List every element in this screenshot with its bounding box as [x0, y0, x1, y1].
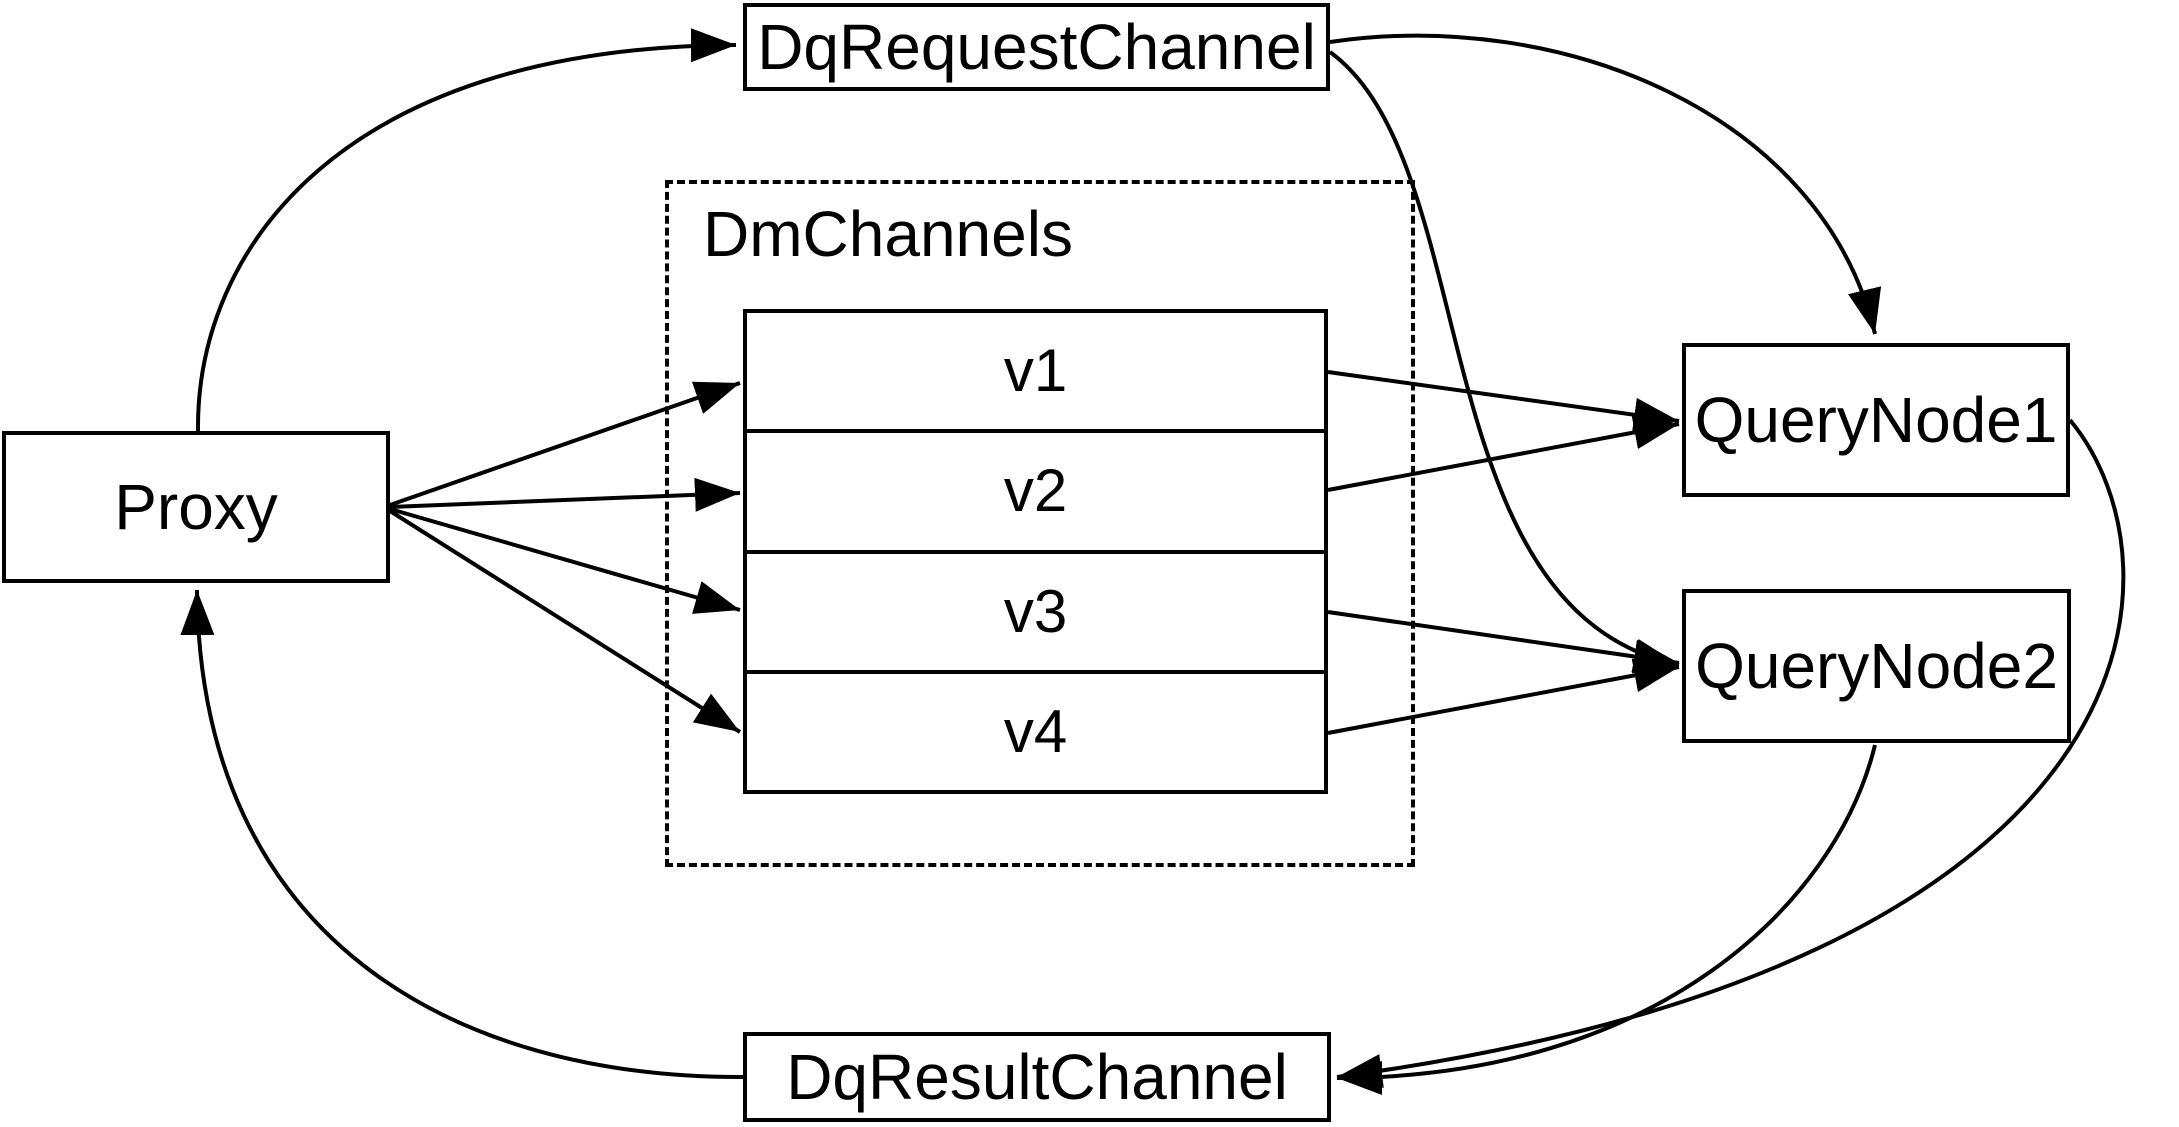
node-dq-result-channel-label: DqResultChannel — [786, 1041, 1288, 1113]
dm-channels-stack: v1 v2 v3 v4 — [743, 309, 1328, 794]
edge-v4-to-querynode2 — [1327, 658, 1680, 735]
dm-channels-label: DmChannels — [703, 198, 1073, 270]
node-dq-request-channel: DqRequestChannel — [743, 3, 1330, 91]
channel-row-v2: v2 — [747, 429, 1324, 549]
edge-querynode1-to-dqresultchannel — [1336, 418, 2126, 1088]
edge-querynode2-to-dqresultchannel — [1336, 744, 1877, 1095]
channel-row-v4: v4 — [747, 669, 1324, 790]
edge-proxy-to-v2 — [389, 477, 741, 512]
dm-channels-group: DmChannels — [665, 180, 1415, 867]
edge-proxy-to-dqrequestchannel — [195, 28, 737, 432]
channel-row-v1-label: v1 — [1003, 337, 1068, 405]
node-dq-result-channel: DqResultChannel — [743, 1032, 1331, 1122]
node-proxy-label: Proxy — [114, 471, 278, 543]
edge-v2-to-querynode1 — [1327, 415, 1680, 492]
edge-proxy-to-v1 — [389, 381, 741, 507]
node-dq-request-channel-label: DqRequestChannel — [757, 11, 1316, 83]
edge-proxy-to-v3 — [389, 507, 741, 614]
edge-v1-to-querynode1 — [1327, 370, 1680, 432]
node-query-node-1-label: QueryNode1 — [1694, 384, 2058, 456]
edge-proxy-to-v4 — [388, 509, 742, 734]
node-proxy: Proxy — [2, 431, 390, 583]
edge-dqrequestchannel-to-querynode2 — [1328, 50, 1680, 673]
channel-row-v1: v1 — [747, 313, 1324, 429]
edge-dqrequestchannel-to-querynode1 — [1329, 33, 1882, 335]
node-query-node-1: QueryNode1 — [1682, 343, 2070, 497]
node-query-node-2: QueryNode2 — [1682, 589, 2071, 743]
channel-row-v3: v3 — [747, 549, 1324, 670]
edge-dqresultchannel-to-proxy — [180, 589, 744, 1080]
channel-row-v3-label: v3 — [1003, 577, 1068, 645]
edge-v3-to-querynode2 — [1327, 610, 1680, 674]
channel-row-v4-label: v4 — [1003, 697, 1068, 765]
node-query-node-2-label: QueryNode2 — [1695, 630, 2058, 702]
channel-row-v2-label: v2 — [1003, 457, 1068, 525]
